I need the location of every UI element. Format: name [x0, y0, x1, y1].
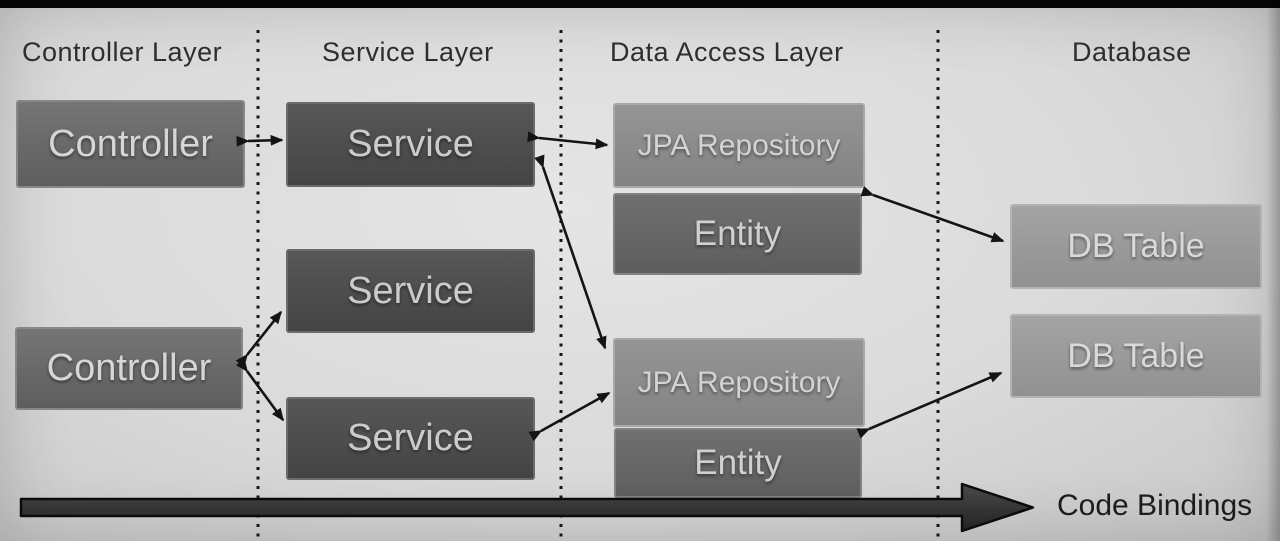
box-entity-1: Entity: [613, 193, 862, 275]
connection-arrow-controller2-service2: [235, 310, 283, 368]
connection-arrow-entity1-dbtable1: [860, 186, 1005, 243]
box-controller-1-label: Controller: [48, 122, 213, 165]
layer-title-service-layer: Service Layer: [322, 37, 494, 67]
box-entity-1-label: Entity: [693, 214, 782, 253]
box-jpa-repository-2-label: JPA Repository: [637, 365, 841, 399]
box-service-3: Service: [286, 397, 535, 480]
connection-arrow-service3-jpa2: [528, 391, 611, 442]
connection-arrow-controller2-service3: [235, 358, 285, 422]
box-jpa-repository-1-label: JPA Repository: [637, 128, 841, 162]
top-edge-bar: [0, 0, 1280, 8]
layer-title-data-access-layer: Data Access Layer: [610, 37, 844, 67]
box-jpa-repository-1: JPA Repository: [613, 103, 865, 188]
box-controller-1: Controller: [16, 100, 245, 188]
box-jpa-repository-2: JPA Repository: [613, 338, 865, 427]
box-controller-2: Controller: [15, 327, 243, 410]
box-db-table-1: DB Table: [1010, 204, 1262, 289]
code-bindings-label: Code Bindings: [1057, 489, 1253, 522]
connection-arrow-entity2-dbtable2: [856, 371, 1003, 439]
box-service-1: Service: [286, 102, 535, 187]
box-controller-2-label: Controller: [46, 347, 212, 389]
box-db-table-2: DB Table: [1010, 314, 1262, 398]
layer-title-controller-layer: Controller Layer: [22, 37, 223, 67]
code-bindings-arrow: [19, 482, 1035, 533]
box-service-2: Service: [286, 249, 535, 333]
box-service-3-label: Service: [347, 417, 474, 459]
layer-title-database: Database: [1072, 37, 1192, 67]
box-entity-2: Entity: [614, 428, 862, 498]
connection-arrow-service1-jpa2: [534, 154, 607, 350]
right-edge-vignette: [1266, 0, 1280, 541]
box-db-table-1-label: DB Table: [1067, 227, 1205, 265]
box-entity-2-label: Entity: [694, 443, 782, 482]
box-db-table-2-label: DB Table: [1067, 336, 1205, 375]
connection-arrow-service1-jpa1: [527, 131, 609, 150]
connection-arrow-controller1-service1: [236, 134, 284, 147]
box-service-2-label: Service: [347, 269, 474, 312]
box-service-1-label: Service: [347, 123, 474, 165]
